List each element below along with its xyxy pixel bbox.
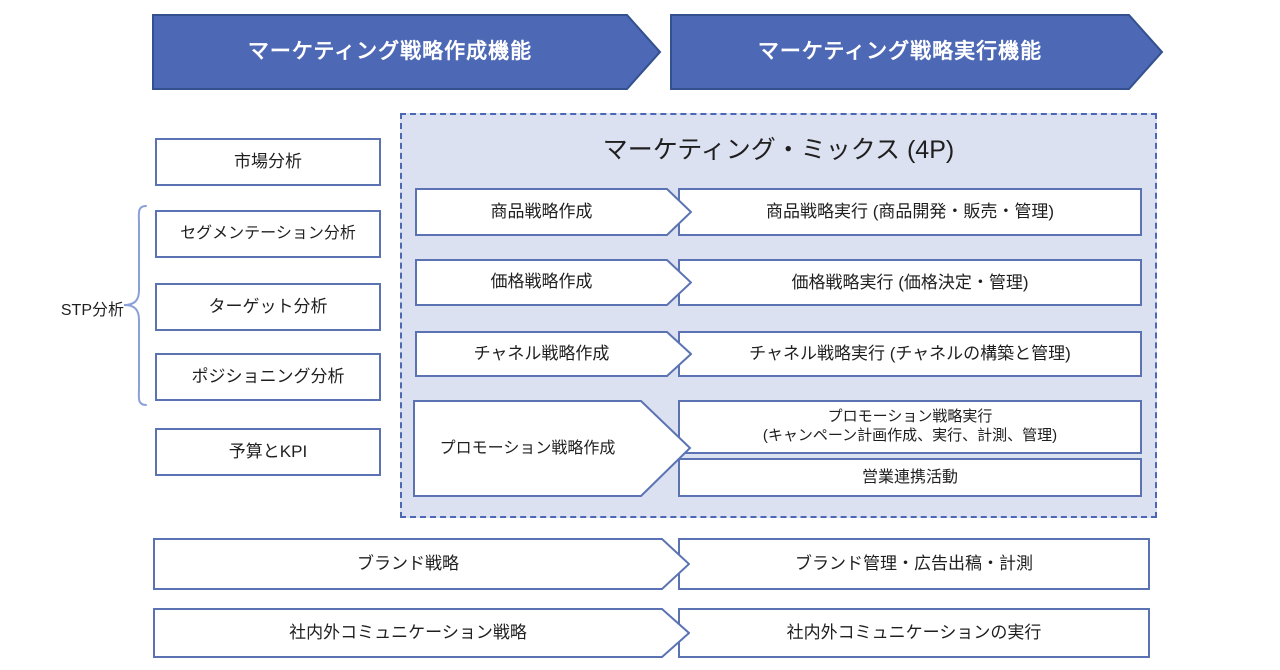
arrow-communication-strategy-label: 社内外コミュニケーション戦略	[289, 622, 527, 642]
promotion-execution-line1: プロモーション戦略実行	[827, 408, 993, 426]
stp-analysis-label: STP分析	[60, 302, 124, 319]
arrow-promotion-strategy-creation: プロモーション戦略作成	[413, 400, 692, 497]
arrow-brand-strategy: ブランド戦略	[153, 538, 690, 590]
promotion-execution-line2: (キャンペーン計画作成、実行、計測、管理)	[762, 427, 1058, 444]
banner-strategy-execution: マーケティング戦略実行機能	[670, 14, 1164, 90]
right-arrow-banner-shape	[152, 14, 662, 90]
banner-strategy-creation: マーケティング戦略作成機能	[152, 14, 662, 90]
pentagon-arrow-shape	[153, 608, 690, 658]
arrow-channel-strategy-creation: チャネル戦略作成	[415, 331, 692, 377]
pentagon-arrow-shape	[415, 188, 692, 236]
box-budget-kpi: 予算とKPI	[155, 428, 381, 476]
arrow-channel-strategy-creation-label: チャネル戦略作成	[473, 343, 610, 363]
box-segmentation-analysis: セグメンテーション分析	[155, 210, 381, 258]
pentagon-arrow-shape	[415, 259, 692, 306]
pentagon-arrow-shape	[153, 538, 690, 590]
banner-strategy-creation-label: マーケティング戦略作成機能	[247, 40, 533, 64]
box-target-analysis: ターゲット分析	[155, 283, 381, 331]
arrow-price-strategy-creation-label: 価格戦略作成	[490, 272, 593, 292]
box-price-strategy-execution: 価格戦略実行 (価格決定・管理)	[678, 259, 1142, 306]
box-product-strategy-execution: 商品戦略実行 (商品開発・販売・管理)	[678, 188, 1142, 236]
pentagon-arrow-shape	[413, 400, 692, 497]
arrow-price-strategy-creation: 価格戦略作成	[415, 259, 692, 306]
right-arrow-banner-shape	[670, 14, 1164, 90]
stp-brace-icon	[120, 204, 148, 407]
box-sales-collaboration: 営業連携活動	[678, 458, 1142, 497]
marketing-mix-title: マーケティング・ミックス (4P)	[602, 136, 955, 164]
pentagon-arrow-shape	[415, 331, 692, 377]
curly-brace-shape	[123, 205, 147, 406]
arrow-product-strategy-creation: 商品戦略作成	[415, 188, 692, 236]
arrow-communication-strategy: 社内外コミュニケーション戦略	[153, 608, 690, 658]
box-promotion-strategy-execution: プロモーション戦略実行 (キャンペーン計画作成、実行、計測、管理)	[678, 400, 1142, 454]
arrow-promotion-strategy-creation-label: プロモーション戦略作成	[439, 439, 616, 457]
box-positioning-analysis: ポジショニング分析	[155, 353, 381, 401]
box-communication-execution: 社内外コミュニケーションの実行	[678, 608, 1150, 658]
box-market-analysis: 市場分析	[155, 138, 381, 186]
box-brand-management-execution: ブランド管理・広告出稿・計測	[678, 538, 1150, 590]
arrow-product-strategy-creation-label: 商品戦略作成	[490, 201, 593, 221]
box-channel-strategy-execution: チャネル戦略実行 (チャネルの構築と管理)	[678, 331, 1142, 377]
arrow-brand-strategy-label: ブランド戦略	[357, 553, 459, 573]
banner-strategy-execution-label: マーケティング戦略実行機能	[757, 40, 1043, 64]
